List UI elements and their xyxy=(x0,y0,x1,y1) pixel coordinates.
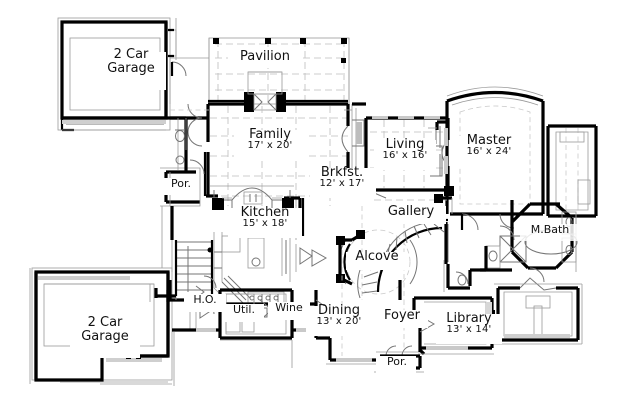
room-label-family: Family 17' x 20' xyxy=(234,128,306,151)
room-label-alcove: Alcove xyxy=(346,249,408,264)
room-name-living: Living xyxy=(385,137,425,152)
room-label-library: Library 13' x 14' xyxy=(436,312,502,335)
room-label-ho: H.O. xyxy=(184,294,226,305)
room-dim-library: 13' x 14' xyxy=(446,324,492,336)
room-name-mbath: M.Bath xyxy=(530,223,570,236)
room-label-garage-lower: 2 Car Garage xyxy=(70,315,140,345)
master-bedroom-structure xyxy=(428,86,545,231)
garage-upper-structure xyxy=(57,17,177,132)
room-label-porch-side: Por. xyxy=(164,178,198,189)
room-label-master: Master 16' x 24' xyxy=(452,134,526,157)
room-name-alcove: Alcove xyxy=(355,249,399,264)
room-name-util: Util. xyxy=(233,303,255,316)
room-name-master: Master xyxy=(466,133,512,148)
room-name-wine: Wine xyxy=(275,301,303,314)
reference-lines xyxy=(29,18,293,386)
room-label-porch-front: Por. xyxy=(378,356,416,367)
room-name-family: Family xyxy=(249,127,291,142)
room-name-brkfst: Brkfst. xyxy=(320,165,364,180)
room-label-util: Util. xyxy=(224,304,264,315)
rear-connector xyxy=(443,260,486,292)
room-label-dining: Dining 13' x 20' xyxy=(306,304,372,327)
room-dim-living: 16' x 16' xyxy=(382,150,428,162)
room-name-garage-lower-line2: Garage xyxy=(81,329,129,345)
room-name-garage-lower-line1: 2 Car xyxy=(87,315,123,330)
dining-room-structure xyxy=(316,250,402,365)
alcove-rotunda-structure xyxy=(336,229,418,295)
room-name-foyer: Foyer xyxy=(383,308,420,323)
label-halos xyxy=(70,50,580,373)
mudroom-structure xyxy=(170,61,208,175)
room-name-dining: Dining xyxy=(318,303,360,318)
room-dim-master: 16' x 24' xyxy=(466,146,512,158)
room-dim-family: 17' x 20' xyxy=(247,140,293,152)
room-name-library: Library xyxy=(446,311,492,326)
room-label-wine: Wine xyxy=(268,302,310,313)
room-name-pavilion: Pavilion xyxy=(240,49,290,64)
room-label-garage-upper: 2 Car Garage xyxy=(96,47,166,77)
room-label-living: Living 16' x 16' xyxy=(374,138,436,161)
room-dim-dining: 13' x 20' xyxy=(316,316,362,328)
fireplace-family xyxy=(244,71,286,112)
room-label-mbath: M.Bath xyxy=(521,224,579,235)
room-label-foyer: Foyer xyxy=(376,308,428,323)
master-closet-structure xyxy=(546,124,598,218)
room-name-garage-upper-line2: Garage xyxy=(107,61,155,77)
room-label-brkfst: Brkfst. 12' x 17' xyxy=(308,166,376,189)
room-name-porch-side: Por. xyxy=(171,177,191,190)
room-dim-brkfst: 12' x 17' xyxy=(319,178,365,190)
room-label-gallery: Gallery xyxy=(376,204,446,219)
room-name-garage-upper-line1: 2 Car xyxy=(113,47,149,62)
room-name-kitchen: Kitchen xyxy=(240,205,290,220)
room-name-ho: H.O. xyxy=(193,293,217,306)
room-dim-kitchen: 15' x 18' xyxy=(242,218,288,230)
room-label-kitchen: Kitchen 15' x 18' xyxy=(228,206,302,229)
rear-hall-stair xyxy=(149,206,217,315)
room-name-porch-front: Por. xyxy=(387,355,407,368)
room-name-gallery: Gallery xyxy=(387,204,435,219)
room-label-pavilion: Pavilion xyxy=(228,49,302,64)
right-rear-wing xyxy=(494,277,583,345)
